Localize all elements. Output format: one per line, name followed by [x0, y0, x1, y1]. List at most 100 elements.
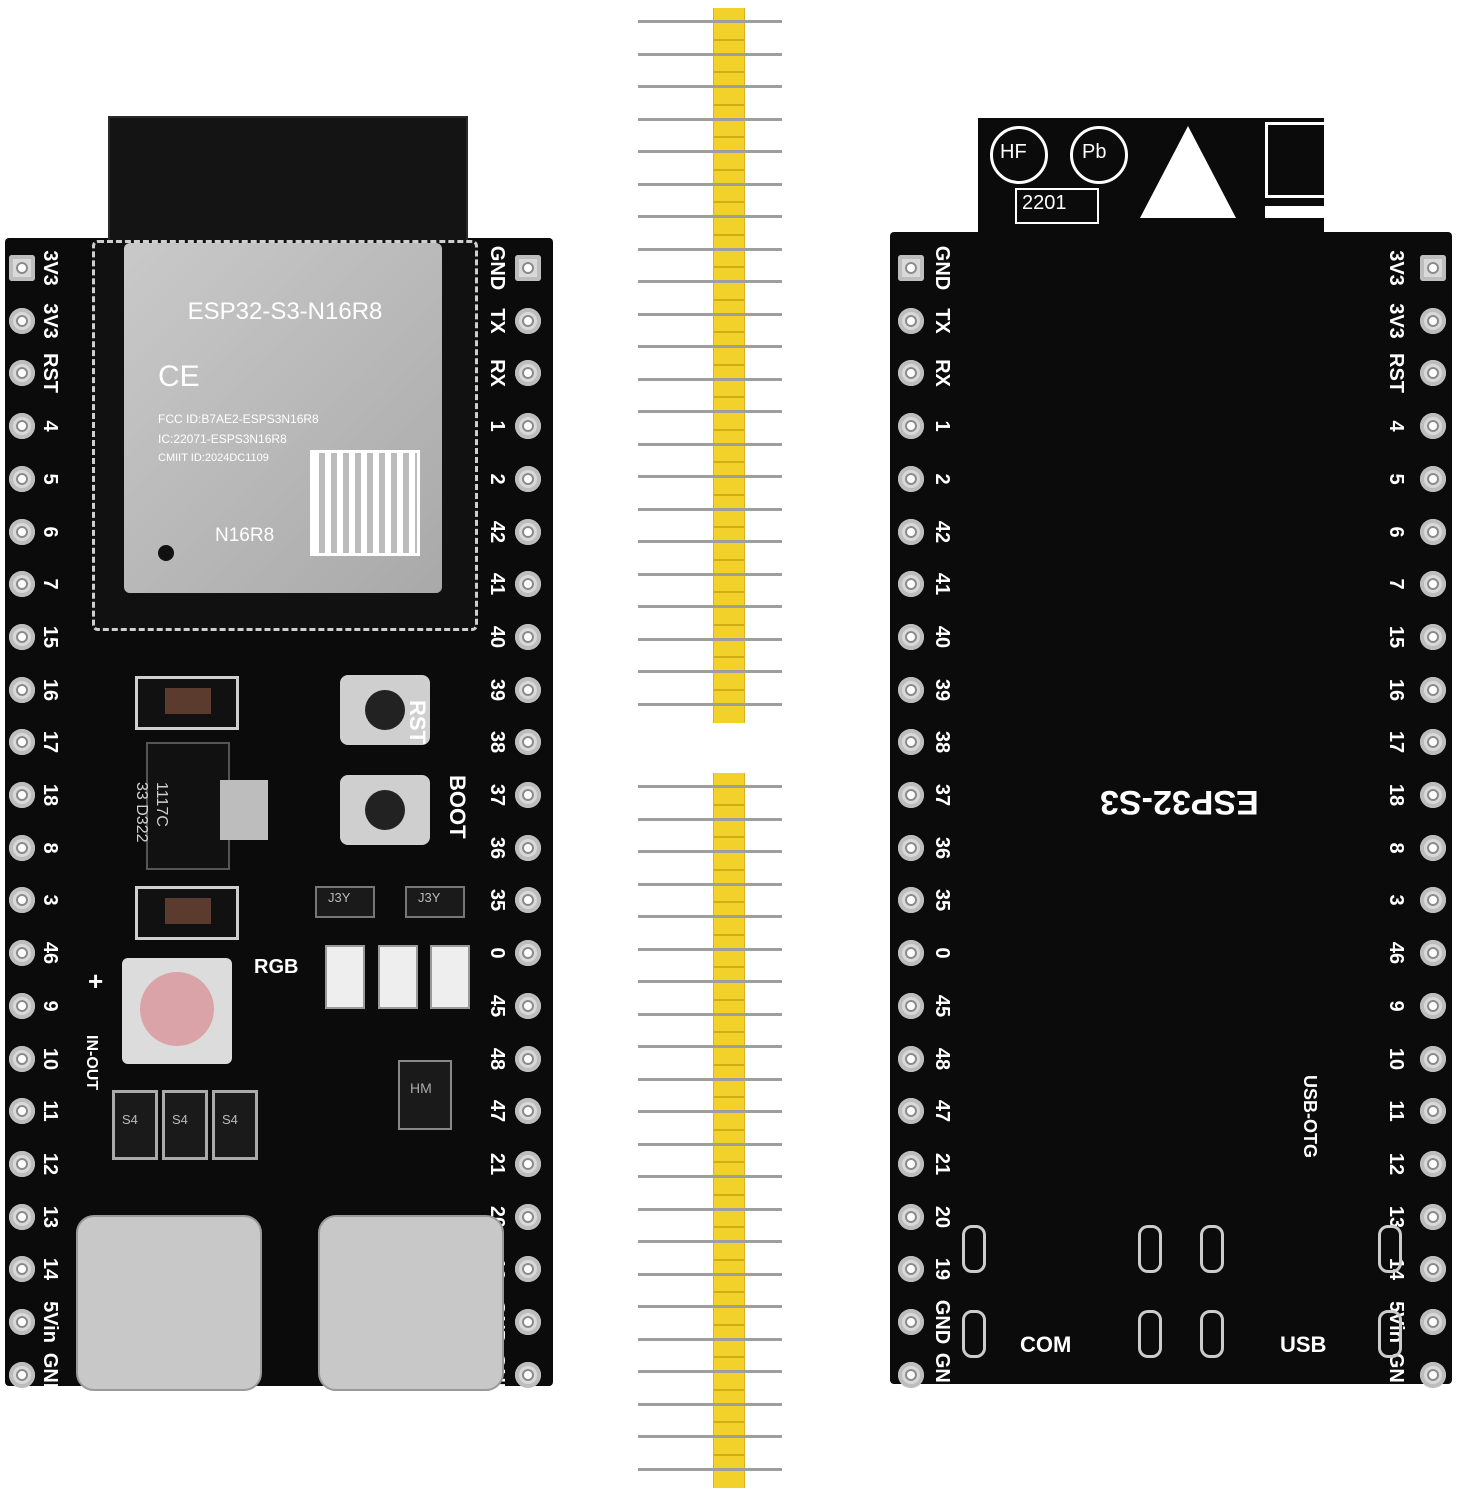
header-pin	[638, 572, 782, 576]
back-right-pin-label: 5	[1385, 473, 1407, 485]
front-right-pin-label: 37	[486, 783, 508, 807]
header-separator	[714, 1453, 744, 1456]
front-right-pin-pad	[515, 676, 541, 703]
back-left-pin-label: TX	[931, 307, 953, 334]
front-left-pin-label: 15	[39, 625, 61, 649]
rgb-label: RGB	[254, 956, 299, 978]
back-left-pin-pad	[898, 1203, 924, 1230]
diode-3	[212, 1090, 258, 1160]
back-left-pin-label: 38	[931, 731, 953, 754]
qr-code	[310, 450, 420, 556]
header-separator	[714, 868, 744, 871]
header-separator	[714, 298, 744, 301]
header-pin	[638, 247, 782, 251]
front-right-pin-label: 21	[486, 1152, 508, 1176]
front-right-pin-pad	[515, 1045, 541, 1072]
front-left-pin-pad	[9, 782, 35, 808]
header-separator	[714, 233, 744, 236]
front-left-pin-pad	[9, 1256, 35, 1283]
front-right-pin-label: RX	[486, 359, 508, 388]
header-pin	[638, 1370, 782, 1373]
front-left-pin-pad	[9, 834, 35, 861]
back-right-pin-label: 10	[1385, 1047, 1407, 1070]
back-right-pin-label: 3V3	[1385, 302, 1407, 339]
header-pin	[638, 785, 782, 788]
front-resistor-bottom-body	[165, 898, 211, 924]
front-right-pin-pad	[515, 307, 541, 334]
header-pin	[638, 442, 782, 446]
back-left-pin-label: GND	[931, 1299, 953, 1345]
front-left-pin-label: 6	[39, 525, 61, 538]
back-left-pin-pad	[898, 729, 924, 756]
front-left-pin-label: 3	[39, 894, 61, 906]
back-left-pin-pad	[898, 1256, 924, 1283]
header-pin	[638, 475, 782, 478]
back-right-pin-pad	[1420, 1256, 1446, 1283]
back-right-pin-label: 11	[1385, 1100, 1407, 1122]
front-right-pin-pad	[515, 571, 541, 598]
header-pin	[638, 1240, 782, 1243]
header-pin	[638, 345, 782, 348]
back-right-pin-label: 12	[1385, 1152, 1407, 1176]
back-left-pin-pad	[898, 992, 924, 1019]
front-right-pin-pad	[515, 360, 541, 387]
inout-label: IN-OUT	[83, 1035, 100, 1091]
back-left-pin-label: 19	[931, 1258, 953, 1281]
front-right-pin-label: 39	[486, 678, 508, 701]
front-right-pin-pad	[515, 940, 541, 967]
back-right-pin-pad	[1420, 782, 1446, 808]
header-separator	[714, 1291, 744, 1293]
back-slot-5	[962, 1310, 986, 1358]
hf-badge	[990, 126, 1048, 184]
back-slot-2	[1138, 1225, 1162, 1273]
header-pin	[638, 817, 782, 821]
header-separator	[714, 136, 744, 138]
back-right-pin-label: 7	[1385, 578, 1407, 590]
back-right-pin-pad	[1420, 255, 1446, 281]
back-right-pin-label: 46	[1385, 941, 1407, 965]
back-left-pin-label: 42	[931, 520, 953, 543]
back-left-pin-label: 47	[931, 1100, 953, 1123]
back-right-pin-pad	[1420, 1309, 1446, 1335]
back-left-pin-pad	[898, 676, 924, 703]
back-left-pin-label: 36	[931, 836, 953, 859]
usb-c-port-right[interactable]	[318, 1215, 504, 1391]
front-right-pin-label: 48	[486, 1047, 508, 1070]
header-separator	[714, 591, 744, 593]
front-left-pin-label: 12	[39, 1152, 61, 1176]
usb-chip	[398, 1060, 452, 1130]
back-right-pin-label: 4	[1385, 420, 1407, 432]
front-left-pin-pad	[9, 413, 35, 440]
front-right-pin-pad	[515, 1098, 541, 1125]
date-code: 2201	[1022, 192, 1067, 214]
front-left-pin-label: 8	[39, 842, 61, 854]
front-right-pin-label: 40	[486, 625, 508, 649]
pb-badge	[1070, 126, 1128, 184]
front-left-pin-pad	[9, 729, 35, 756]
boot-button-cap[interactable]	[365, 790, 405, 830]
front-left-pin-pad	[9, 676, 35, 703]
back-left-pin-label: 35	[931, 889, 953, 912]
header-pin	[638, 377, 782, 381]
back-left-pin-pad	[898, 413, 924, 440]
usb-c-port-left[interactable]	[76, 1215, 262, 1391]
module-cmiit: CMIIT ID:2024DC1109	[158, 452, 269, 464]
header-pin	[638, 980, 782, 983]
date-code-box	[1015, 188, 1099, 224]
front-left-pin-label: 3V3	[39, 302, 61, 339]
front-right-pin-pad	[515, 255, 541, 281]
back-left-pin-label: 45	[931, 994, 953, 1017]
front-right-pin-pad	[515, 465, 541, 492]
front-left-pin-pad	[9, 887, 35, 914]
front-left-pin-label: 5	[39, 473, 61, 485]
module-name: ESP32-S3-N16R8	[187, 298, 383, 325]
transistor-2-label: J3Y	[418, 890, 441, 905]
esd-icon	[1140, 126, 1236, 218]
header-pin	[638, 1077, 782, 1081]
back-left-pin-pad	[898, 255, 924, 281]
rst-button-cap[interactable]	[365, 690, 405, 730]
header-pin	[638, 915, 782, 918]
regulator-heatsink	[220, 780, 268, 840]
back-left-pin-pad	[898, 571, 924, 598]
back-right-pin-pad	[1420, 887, 1446, 914]
